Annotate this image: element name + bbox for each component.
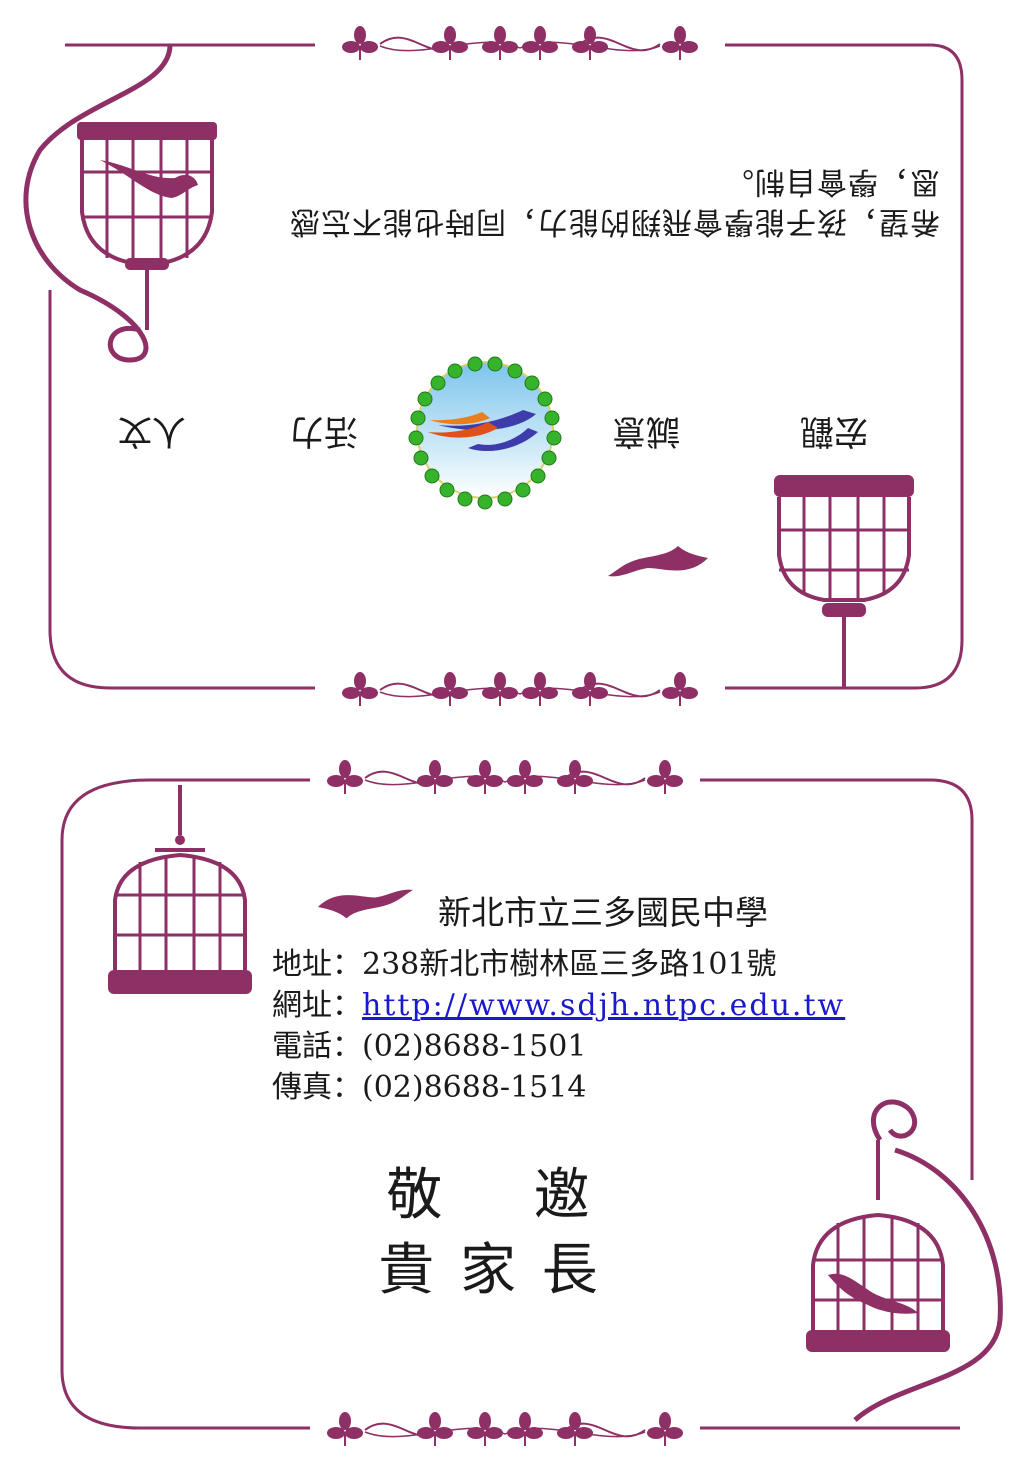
address-label: 地址： xyxy=(272,947,362,982)
fax-value: (02)8688-1514 xyxy=(362,1070,587,1105)
invite-line2: 貴 家 長 xyxy=(378,1238,602,1303)
fax-row: 傳真：(02)8688-1514 xyxy=(272,1067,845,1108)
address-value: 238新北市樹林區三多路101號 xyxy=(362,947,777,982)
website-row: 網址：http://www.sdjh.ntpc.edu.tw xyxy=(272,985,845,1026)
school-name: 新北市立三多國民中學 xyxy=(438,893,768,932)
address-row: 地址：238新北市樹林區三多路101號 xyxy=(272,944,845,985)
motto-4: 人文 xyxy=(118,411,186,451)
invite-line1: 敬 邀 xyxy=(386,1163,594,1228)
phone-label: 電話： xyxy=(272,1029,362,1064)
contact-block: 地址：238新北市樹林區三多路101號 網址：http://www.sdjh.n… xyxy=(272,944,845,1108)
phone-row: 電話：(02)8688-1501 xyxy=(272,1026,845,1067)
motto-3: 活力 xyxy=(290,411,358,451)
school-logo xyxy=(408,356,562,510)
motto-1: 宏觀 xyxy=(800,411,868,451)
fax-label: 傳真： xyxy=(272,1070,362,1105)
motto-2: 誠意 xyxy=(612,411,680,451)
paragraph-line1: 希望，孩子能學會飛翔的能力，同時也能不忘感 xyxy=(289,204,940,239)
website-link[interactable]: http://www.sdjh.ntpc.edu.tw xyxy=(362,988,846,1023)
website-label: 網址： xyxy=(272,988,362,1023)
phone-value: (02)8688-1501 xyxy=(362,1029,587,1064)
paragraph-line2: 恩，學會自制。 xyxy=(723,164,940,199)
